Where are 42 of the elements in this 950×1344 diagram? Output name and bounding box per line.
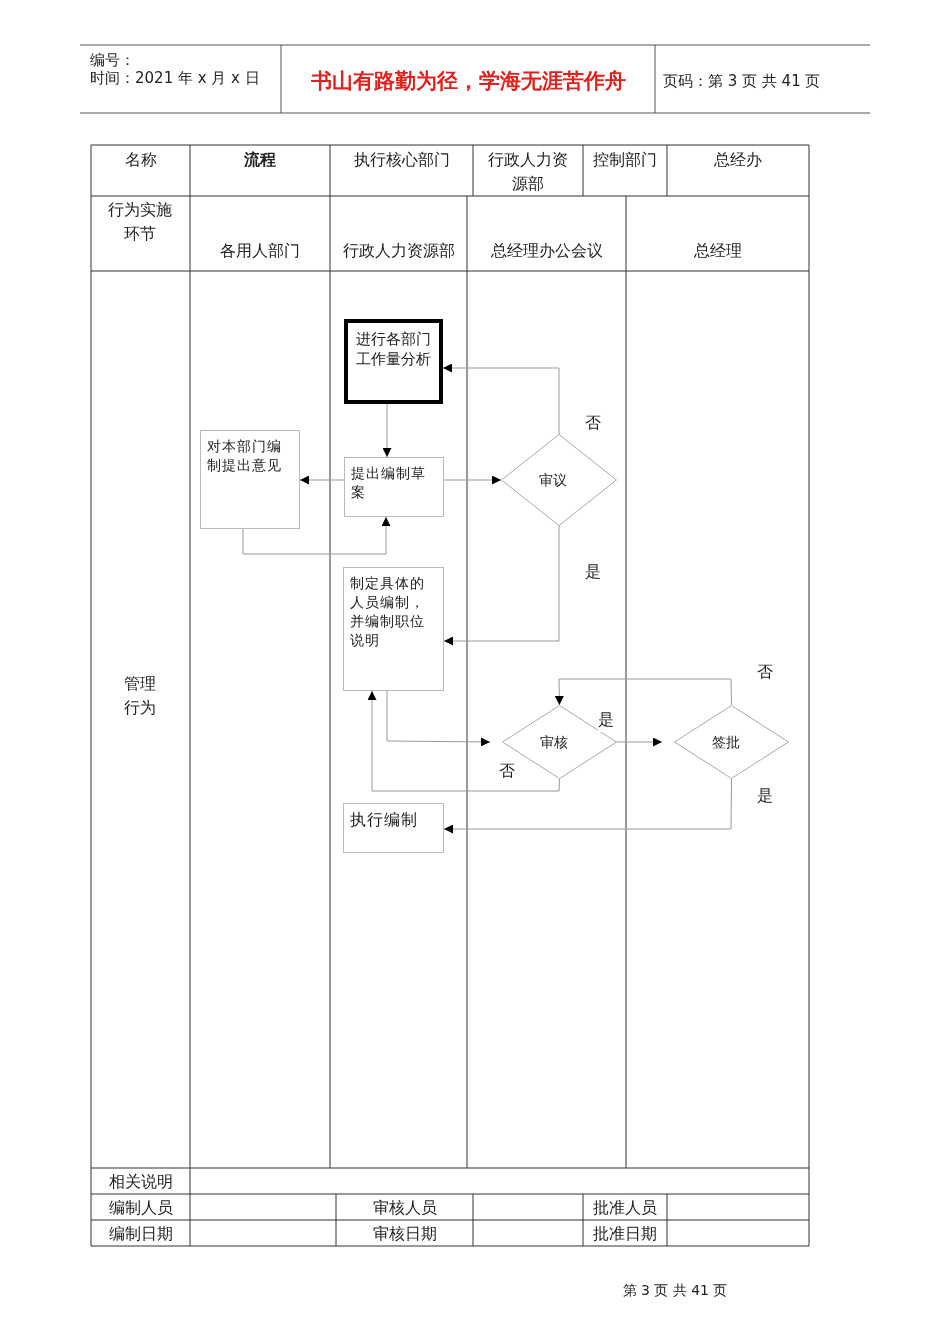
column-heading: 名称	[124, 150, 157, 169]
row-label: 管理行为	[124, 674, 156, 717]
arrow	[443, 475, 502, 485]
motto-text: 书山有路勤为径，学海无涯苦作舟	[310, 69, 626, 93]
decision-diamond: 签批	[674, 705, 789, 779]
arrow	[442, 363, 560, 435]
header-text: 时间：2021 年 x 月 x 日	[90, 69, 260, 87]
arrow	[616, 737, 663, 747]
column-heading: 控制部门	[593, 150, 657, 169]
page-number: 页码：第 3 页 共 41 页	[663, 72, 821, 90]
row-label: 编制人员	[108, 1198, 173, 1217]
arrow	[443, 525, 560, 646]
row-label: 编制日期	[108, 1224, 173, 1243]
page-footer: 第 3 页 共 41 页	[622, 1282, 728, 1298]
column-heading: 流程	[244, 150, 276, 169]
process-box: 对本部门编制提出意见	[200, 430, 300, 529]
arrow	[443, 778, 732, 834]
process-box: 提出编制草案	[344, 457, 444, 517]
arrow	[386, 690, 491, 747]
lane-label: 总经理办公会议	[490, 241, 603, 260]
row-label: 批准人员	[593, 1198, 657, 1217]
row-label: 审核日期	[372, 1224, 437, 1243]
arrow	[554, 678, 732, 706]
arrow	[299, 475, 345, 485]
header-text: 编号：	[90, 51, 135, 69]
process-box: 制定具体的人员编制，并编制职位说明	[343, 567, 444, 691]
column-heading: 总经办	[714, 150, 762, 169]
decision-diamond: 审议	[501, 434, 617, 526]
lane-label: 各用人部门	[220, 241, 300, 260]
arrow	[242, 516, 391, 555]
column-heading: 执行核心部门	[353, 150, 450, 169]
row-label: 审核人员	[372, 1198, 437, 1217]
process-box: 进行各部门工作量分析	[344, 319, 443, 404]
process-box: 执行编制	[343, 803, 444, 853]
row-label: 行为实施环节	[108, 200, 172, 243]
column-heading: 行政人力资源部	[488, 150, 568, 193]
arrow	[367, 690, 560, 792]
lane-label: 行政人力资源部	[342, 241, 455, 260]
row-label: 批准日期	[593, 1224, 657, 1243]
arrow	[382, 403, 392, 458]
lane-label: 总经理	[693, 241, 742, 260]
row-label: 相关说明	[108, 1172, 173, 1191]
